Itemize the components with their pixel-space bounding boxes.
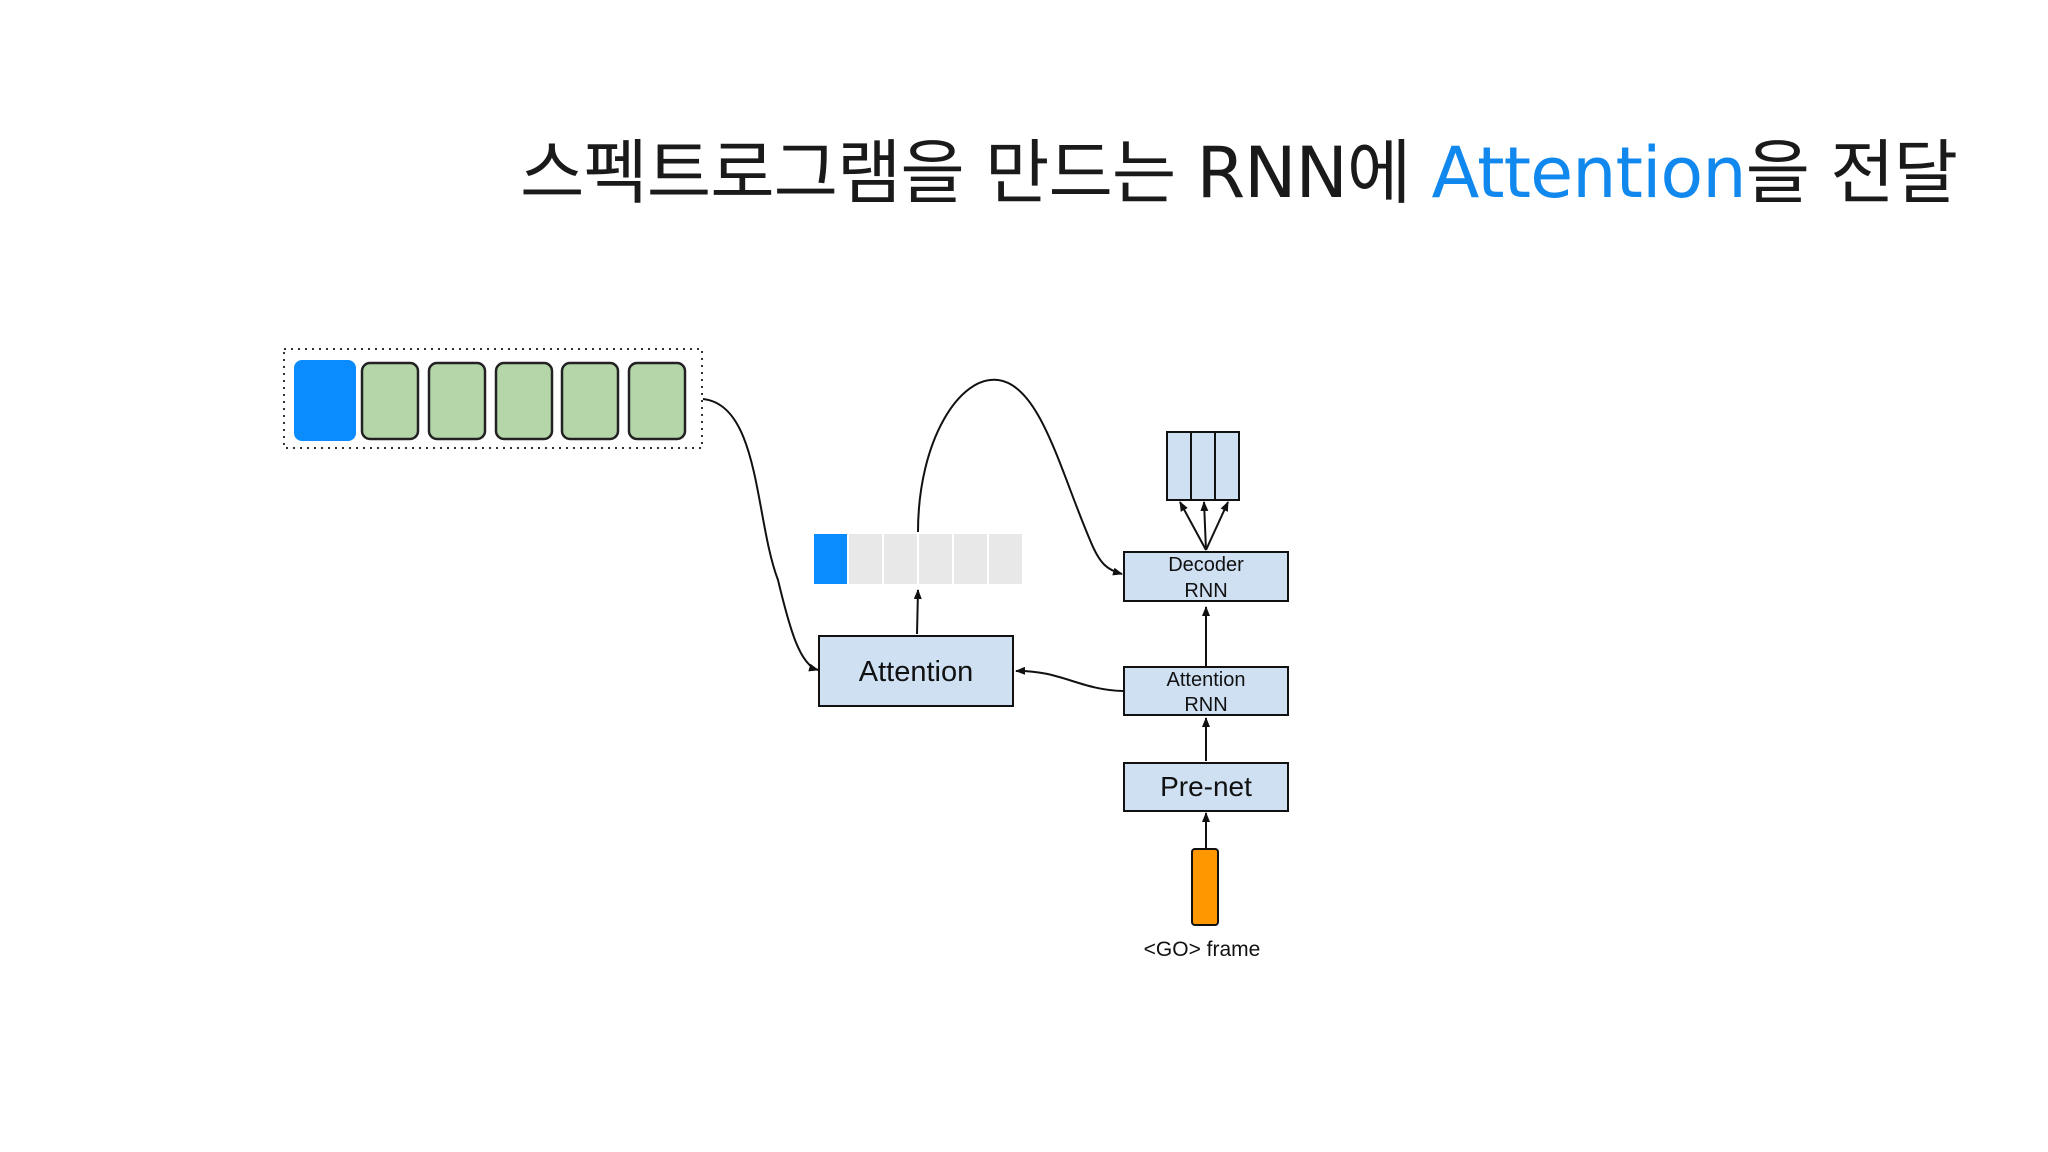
attention-module: Attention (818, 635, 1014, 707)
weights-to-decoder-arrow (917, 378, 1123, 576)
attention-rnn-module: Attention RNN (1123, 666, 1289, 716)
go-frame: <GO> frame (1144, 848, 1261, 961)
decoder-rnn-label-line1: Decoder (1168, 554, 1244, 576)
attention-box (818, 635, 1014, 707)
encoder-to-attention-arrow (702, 398, 819, 672)
prenet-module: Pre-net (1123, 762, 1289, 812)
attention-weight-active (814, 534, 847, 584)
go-frame-box (1191, 848, 1219, 926)
connections (702, 378, 1229, 848)
encoder-output-cell (560, 361, 620, 441)
attention-weight (989, 534, 1022, 584)
output-frames-box (1166, 431, 1240, 501)
attention-weights (814, 534, 1022, 584)
title-highlight: Attention (1431, 132, 1747, 214)
go-frame-label: <GO> frame (1144, 938, 1261, 961)
attention-to-weights-arrow (913, 589, 922, 635)
prenet-box (1123, 762, 1289, 812)
attention-rnn-label-line2: RNN (1184, 694, 1227, 716)
encoder-output-active (294, 360, 356, 441)
decoder-to-output-arrow (1205, 501, 1229, 551)
decoder-rnn-box (1123, 551, 1289, 602)
decoder-to-output-arrow (1179, 501, 1207, 551)
attention-rnn-box (1123, 666, 1289, 716)
title-part-2: 을 전달 (1745, 132, 1958, 214)
encoder-output-cell (360, 361, 420, 441)
slide-title: 스펙트로그램을 만드는 RNN에 Attention을 전달 (520, 138, 1958, 208)
decoder-rnn-module: Decoder RNN (1123, 551, 1289, 602)
encoder-output-cell (494, 361, 554, 441)
title-part-1: 스펙트로그램을 만드는 RNN에 (520, 132, 1432, 214)
decoder-to-output-arrow (1200, 501, 1209, 551)
prenet-label: Pre-net (1160, 771, 1252, 802)
attention-weight (919, 534, 952, 584)
attention-weight (849, 534, 882, 584)
encoder-outputs (283, 348, 703, 449)
attention-label: Attention (859, 656, 973, 688)
attention-rnn-label-line1: Attention (1167, 669, 1246, 691)
attention-weight (884, 534, 917, 584)
output-frames (1166, 431, 1240, 501)
attention-weight (954, 534, 987, 584)
decoder-rnn-label-line2: RNN (1184, 580, 1227, 602)
encoder-output-cell (427, 361, 487, 441)
attention-rnn-to-attention-arrow (1015, 666, 1124, 692)
encoder-output-cell (627, 361, 687, 441)
